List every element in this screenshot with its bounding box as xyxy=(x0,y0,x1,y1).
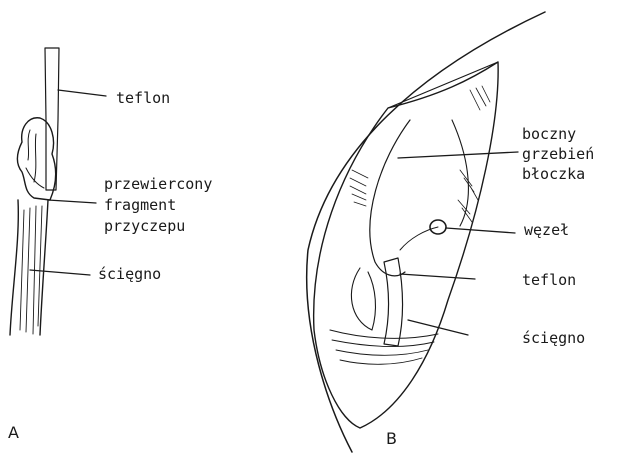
leaflet-outline xyxy=(314,62,498,428)
label-fragment-line2: fragment xyxy=(104,197,176,214)
label-teflon-b: teflon xyxy=(522,272,576,289)
leader-tendon-b xyxy=(408,320,468,335)
label-tendon-b: ścięgno xyxy=(522,330,585,347)
leader-teflon-b xyxy=(400,274,475,279)
attachment-fragment xyxy=(17,118,55,200)
leader-tendon-a xyxy=(30,270,90,275)
label-crest-line3: błoczka xyxy=(522,166,585,183)
lateral-crest xyxy=(370,120,410,276)
label-knot-b: węzeł xyxy=(524,222,569,239)
tendon-b xyxy=(330,330,438,338)
panel-letter-a: A xyxy=(8,424,19,441)
label-tendon-a: ścięgno xyxy=(98,266,161,283)
label-teflon-a: teflon xyxy=(116,90,170,107)
panel-b-drawing xyxy=(307,12,545,452)
label-fragment-line1: przewiercony xyxy=(104,176,212,193)
panel-letter-b: B xyxy=(386,430,397,447)
tendon-a xyxy=(10,200,18,335)
leader-crest-b xyxy=(398,152,518,158)
teflon-strip-b xyxy=(384,258,403,346)
label-fragment-line3: przyczepu xyxy=(104,218,185,235)
leader-knot-b xyxy=(446,228,515,233)
teflon-strip xyxy=(45,48,59,190)
leader-fragment-a xyxy=(48,200,96,203)
label-crest-line1: boczny xyxy=(522,126,576,143)
panel-a-drawing xyxy=(10,48,106,335)
leader-teflon-a xyxy=(58,90,106,96)
label-crest-line2: grzebień xyxy=(522,146,594,163)
